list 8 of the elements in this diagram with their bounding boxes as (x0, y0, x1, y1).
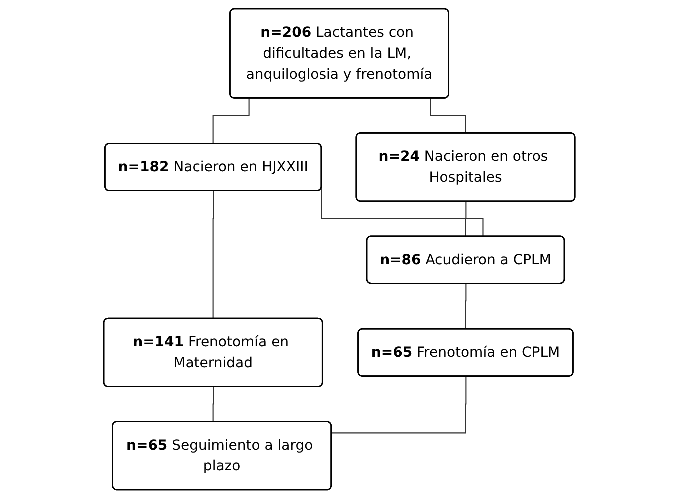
connector (465, 202, 467, 238)
connector (212, 98, 250, 145)
connector (332, 376, 467, 434)
connector (321, 188, 484, 238)
connector (465, 284, 467, 330)
connector (430, 98, 467, 134)
connector (212, 387, 217, 423)
connector (212, 191, 214, 320)
